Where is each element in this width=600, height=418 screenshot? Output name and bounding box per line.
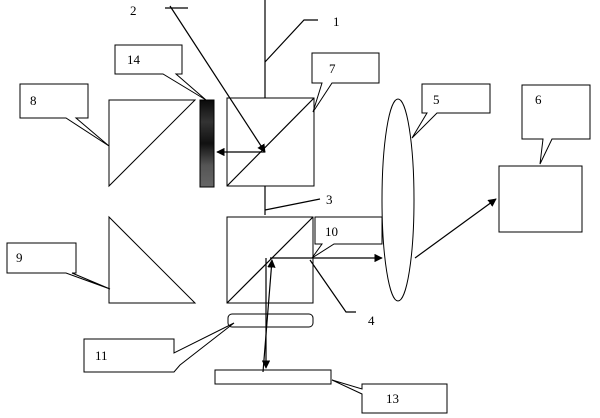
prism-9 <box>108 215 197 304</box>
beam-arrow-to-detector <box>414 198 497 259</box>
leader-4 <box>309 259 356 313</box>
label-11: 11 <box>95 348 108 363</box>
callout-6 <box>521 84 591 165</box>
label-1: 1 <box>333 14 340 29</box>
callout-7 <box>311 52 380 113</box>
callout-10 <box>311 216 383 259</box>
label-8: 8 <box>30 93 37 108</box>
callout-9 <box>6 242 111 290</box>
label-7: 7 <box>329 61 336 76</box>
beam-arrow-to-splitter-7 <box>169 5 266 153</box>
beam-arrow-up-from-11 <box>262 259 276 373</box>
beam-splitter-7 <box>226 97 315 187</box>
callout-13 <box>331 379 448 414</box>
label-5: 5 <box>433 92 440 107</box>
prism-8 <box>108 99 197 188</box>
detector-6 <box>498 165 583 233</box>
element-11 <box>227 313 314 328</box>
label-10: 10 <box>325 224 338 239</box>
leader-3 <box>264 198 321 211</box>
callout-5 <box>411 83 491 139</box>
label-2: 2 <box>130 3 137 18</box>
label-14: 14 <box>127 52 141 67</box>
label-4: 4 <box>368 313 375 328</box>
label-3: 3 <box>326 192 333 207</box>
leader-1 <box>264 19 318 63</box>
element-13 <box>214 369 332 385</box>
lens-5 <box>381 98 415 302</box>
label-9: 9 <box>16 250 23 265</box>
label-6: 6 <box>535 92 542 107</box>
callout-11 <box>83 322 235 373</box>
callout-14 <box>114 44 207 101</box>
plate-14 <box>199 99 215 188</box>
callout-8 <box>19 83 110 147</box>
label-13: 13 <box>386 391 399 406</box>
